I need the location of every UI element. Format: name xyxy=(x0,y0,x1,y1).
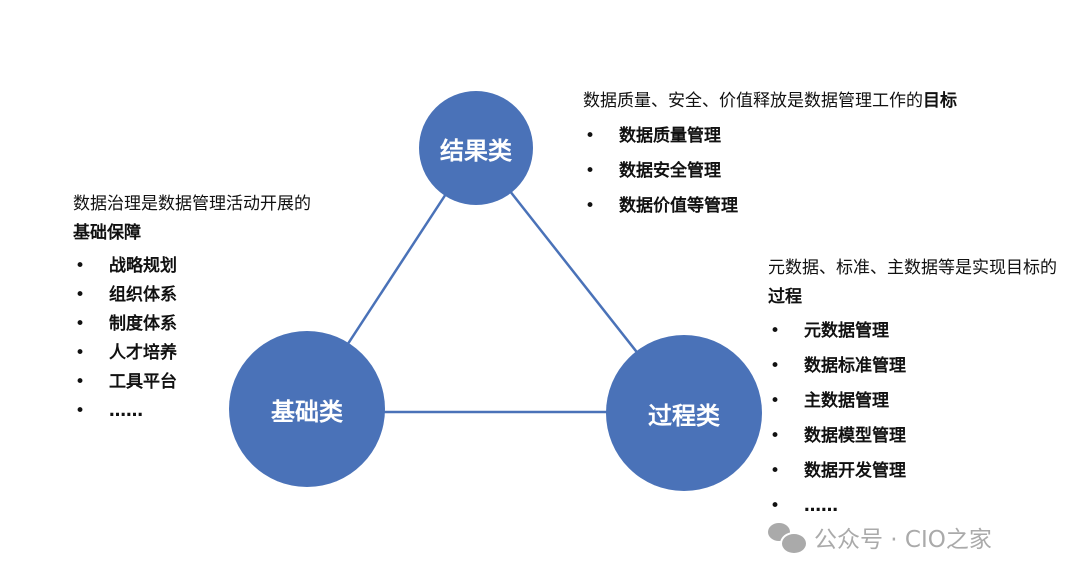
list-item: 战略规划 xyxy=(73,252,373,281)
list-item: 制度体系 xyxy=(73,310,373,339)
wechat-icon xyxy=(768,523,808,555)
result-intro-bold: 目标 xyxy=(923,91,957,111)
list-item: 元数据管理 xyxy=(768,314,1058,349)
node-process-label: 过程类 xyxy=(648,401,720,430)
watermark: 公众号 · CIO之家 xyxy=(768,520,992,555)
process-description: 元数据、标准、主数据等是实现目标的过程 元数据管理 数据标准管理 主数据管理 数… xyxy=(768,254,1058,524)
foundation-intro: 数据治理是数据管理活动开展的 xyxy=(73,194,311,214)
list-item: 工具平台 xyxy=(73,368,373,397)
node-result-label: 结果类 xyxy=(440,136,512,165)
foundation-description: 数据治理是数据管理活动开展的 基础保障 战略规划 组织体系 制度体系 人才培养 … xyxy=(73,190,373,426)
list-item: 数据安全管理 xyxy=(583,154,1053,189)
list-item: 数据价值等管理 xyxy=(583,189,1053,224)
watermark-text: 公众号 · CIO之家 xyxy=(814,527,992,553)
list-item: …… xyxy=(73,397,373,426)
list-item: 数据开发管理 xyxy=(768,454,1058,489)
list-item: 组织体系 xyxy=(73,281,373,310)
process-intro-bold: 过程 xyxy=(768,287,802,307)
process-intro: 元数据、标准、主数据等是实现目标的 xyxy=(768,258,1057,278)
foundation-intro-bold: 基础保障 xyxy=(73,223,141,243)
list-item: 数据模型管理 xyxy=(768,419,1058,454)
list-item: …… xyxy=(768,489,1058,524)
list-item: 人才培养 xyxy=(73,339,373,368)
result-intro: 数据质量、安全、价值释放是数据管理工作的 xyxy=(583,91,923,111)
result-description: 数据质量、安全、价值释放是数据管理工作的目标 数据质量管理 数据安全管理 数据价… xyxy=(583,84,1053,224)
list-item: 数据质量管理 xyxy=(583,119,1053,154)
node-result: 结果类 xyxy=(419,91,533,205)
list-item: 数据标准管理 xyxy=(768,349,1058,384)
node-process: 过程类 xyxy=(606,335,762,491)
list-item: 主数据管理 xyxy=(768,384,1058,419)
